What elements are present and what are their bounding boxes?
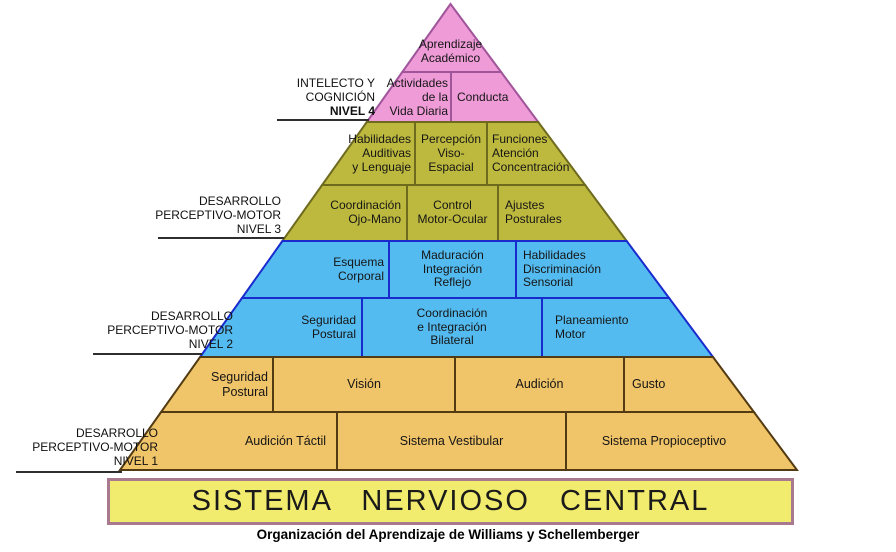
level-1-label: DESARROLLO PERCEPTIVO-MOTOR NIVEL 1 (18, 426, 158, 468)
cell-coordinacion-ojo-mano: Coordinación Ojo-Mano (306, 185, 401, 241)
cell-percepcion-viso-espacial: Percepción Viso-Espacial (415, 124, 487, 184)
cell-text: Seguridad Postural (301, 312, 356, 341)
level-2-label-number: NIVEL 2 (188, 337, 233, 351)
cell-actividades-vida-diaria: Actividades de la Vida Diaria (348, 74, 448, 122)
level-4-label-number: NIVEL 4 (329, 104, 375, 118)
level-3-underline (158, 237, 284, 239)
level-3-label: DESARROLLO PERCEPTIVO-MOTOR NIVEL 3 (141, 194, 281, 236)
cell-seguridad-postural-n2: Seguridad Postural (248, 298, 356, 357)
cell-text: Control Motor-Ocular (417, 198, 488, 226)
cell-funciones-atencion: Funciones Atención Concentración (492, 124, 588, 184)
cell-aprendizaje-academico: Aprendizaje Académico (383, 30, 518, 74)
level-2-label: DESARROLLO PERCEPTIVO-MOTOR NIVEL 2 (93, 309, 233, 351)
level-1-underline (16, 471, 122, 473)
cell-seguridad-postural-n1: Seguridad Postural (182, 357, 268, 412)
cell-esquema-corporal: Esquema Corporal (288, 241, 384, 298)
level-2-underline (93, 353, 202, 355)
cell-integracion-bilateral: Coordinación e Integración Bilateral (362, 298, 542, 357)
banner-text: SISTEMA NERVIOSO CENTRAL (191, 485, 710, 517)
cell-text: Actividades de la Vida Diaria (386, 76, 448, 118)
cell-discriminacion-sensorial: Habilidades Discriminación Sensorial (523, 241, 639, 298)
cell-ajustes-posturales: Ajustes Posturales (505, 185, 597, 241)
cell-control-motor-ocular: Control Motor-Ocular (407, 185, 498, 241)
cell-text: Ajustes Posturales (505, 198, 562, 226)
level-1-label-number: NIVEL 1 (113, 454, 158, 468)
cell-audicion-tactil: Audición Táctil (196, 412, 326, 470)
cell-habilidades-auditivas: Habilidades Auditivas y Lenguaje (326, 124, 411, 184)
cell-text: Habilidades Discriminación Sensorial (523, 247, 602, 290)
central-nervous-system-banner: SISTEMA NERVIOSO CENTRAL (107, 478, 794, 525)
cell-text: Aprendizaje Académico (418, 37, 483, 65)
cell-text: Conducta (457, 90, 509, 105)
cell-gusto: Gusto (632, 357, 717, 412)
cell-audicion: Audición (455, 357, 624, 412)
cell-planeamiento-motor: Planeamiento Motor (555, 298, 685, 357)
level-3-label-number: NIVEL 3 (236, 222, 281, 236)
cell-text: Habilidades Auditivas y Lenguaje (348, 132, 411, 174)
cell-text: Audición (515, 377, 564, 392)
cell-text: Audición Táctil (244, 433, 326, 448)
level-1-label-text: DESARROLLO PERCEPTIVO-MOTOR (32, 426, 158, 454)
cell-text: Visión (347, 377, 381, 392)
cell-text: Maduración Integración Reflejo (421, 247, 484, 290)
cell-text: Percepción Viso-Espacial (420, 132, 482, 174)
cell-conducta: Conducta (457, 74, 539, 122)
cell-sistema-propioceptivo-shape (565, 411, 799, 471)
cell-text: Funciones Atención Concentración (492, 132, 570, 174)
level-2-label-text: DESARROLLO PERCEPTIVO-MOTOR (107, 309, 233, 337)
level-4-label-text: INTELECTO Y COGNICIÓN (296, 76, 375, 104)
cell-vision: Visión (273, 357, 455, 412)
cell-text: Sistema Propioceptivo (601, 433, 727, 448)
level-4-label: INTELECTO Y COGNICIÓN NIVEL 4 (225, 76, 375, 118)
cell-text: Seguridad Postural (211, 370, 268, 399)
cell-text: Gusto (632, 377, 666, 392)
level-3-label-text: DESARROLLO PERCEPTIVO-MOTOR (155, 194, 281, 222)
cell-text: Coordinación e Integración Bilateral (416, 305, 488, 348)
level-4-underline (277, 119, 369, 121)
cell-text: Esquema Corporal (333, 254, 384, 283)
cell-sistema-vestibular: Sistema Vestibular (337, 412, 566, 470)
cell-text: Coordinación Ojo-Mano (330, 198, 401, 226)
cell-text: Planeamiento Motor (555, 312, 629, 341)
cell-text: Sistema Vestibular (399, 433, 504, 448)
diagram-caption: Organización del Aprendizaje de Williams… (256, 527, 640, 542)
cell-maduracion-reflejo: Maduración Integración Reflejo (389, 241, 516, 298)
cell-sistema-propioceptivo: Sistema Propioceptivo (566, 412, 762, 470)
